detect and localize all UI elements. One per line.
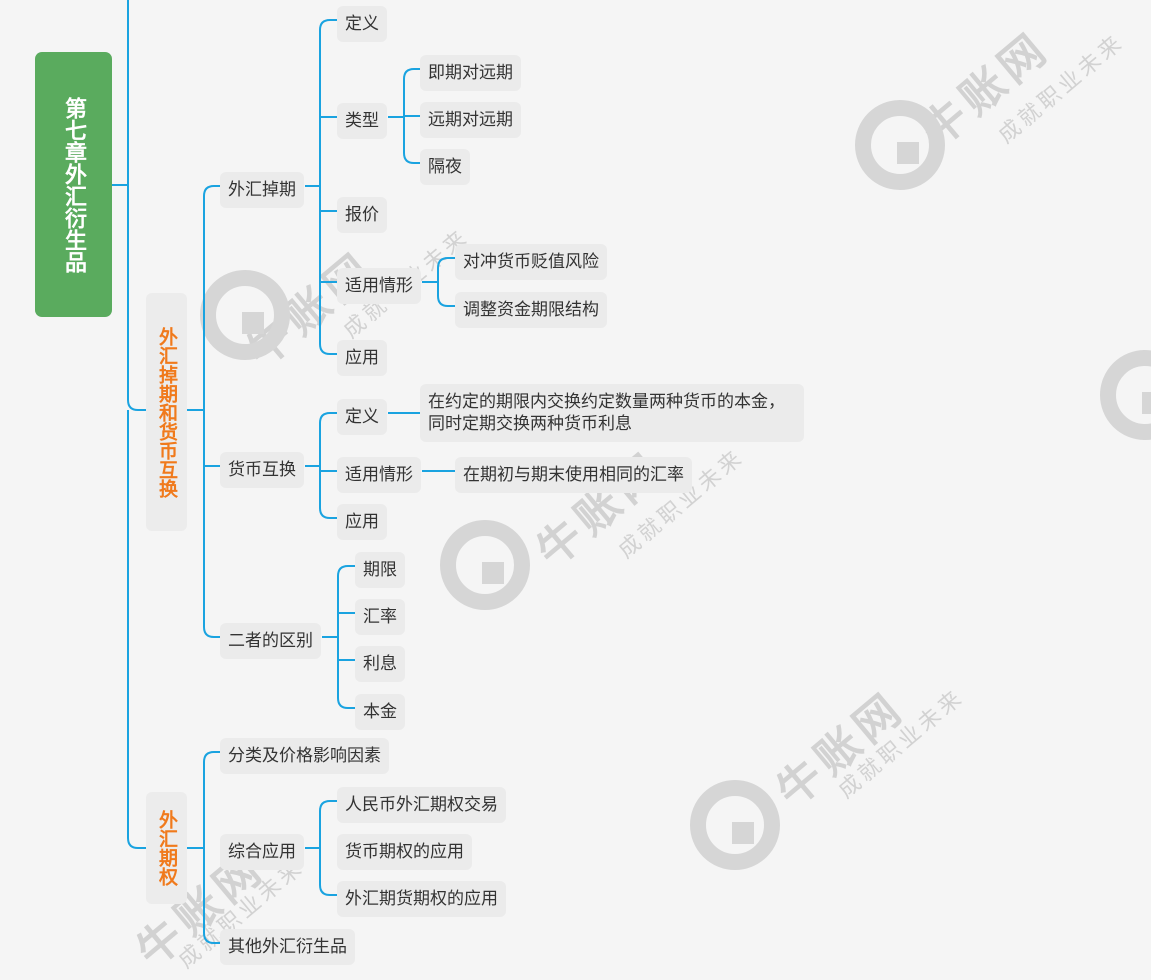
root-node[interactable]: 第七章外汇衍生品 xyxy=(35,52,112,317)
topic-fx-swap[interactable]: 外汇掉期 xyxy=(220,172,304,208)
type-spot-forward[interactable]: 即期对远期 xyxy=(420,55,521,91)
section-swap-node[interactable]: 外汇掉期和货币互换 xyxy=(146,293,187,531)
currency-swap-application[interactable]: 应用 xyxy=(337,504,387,540)
difference-interest[interactable]: 利息 xyxy=(355,646,405,682)
watermark-logo-icon xyxy=(1100,350,1151,440)
rmb-fx-option-trading[interactable]: 人民币外汇期权交易 xyxy=(337,787,506,823)
watermark-slogan: 成就职业未来 xyxy=(993,29,1130,149)
topic-differences[interactable]: 二者的区别 xyxy=(220,623,321,659)
topic-currency-swap[interactable]: 货币互换 xyxy=(220,452,304,488)
currency-swap-same-rate[interactable]: 在期初与期末使用相同的汇率 xyxy=(455,457,692,493)
scenario-hedge-depreciation[interactable]: 对冲货币贬值风险 xyxy=(455,244,607,280)
fx-swap-quote[interactable]: 报价 xyxy=(337,197,387,233)
section-options-node[interactable]: 外汇期权 xyxy=(146,792,187,904)
watermark-brand: 牛账网 xyxy=(767,682,915,818)
watermark-slogan: 成就职业未来 xyxy=(833,684,970,804)
currency-swap-definition[interactable]: 定义 xyxy=(337,399,387,435)
topic-comprehensive-application[interactable]: 综合应用 xyxy=(220,834,304,870)
difference-principal[interactable]: 本金 xyxy=(355,694,405,730)
fx-swap-scenarios[interactable]: 适用情形 xyxy=(337,268,421,304)
fx-swap-application[interactable]: 应用 xyxy=(337,340,387,376)
fx-futures-option-application[interactable]: 外汇期货期权的应用 xyxy=(337,881,506,917)
watermark-logo-icon xyxy=(690,780,780,870)
fx-swap-types[interactable]: 类型 xyxy=(337,103,387,139)
currency-swap-scenarios[interactable]: 适用情形 xyxy=(337,457,421,493)
currency-option-application[interactable]: 货币期权的应用 xyxy=(337,834,472,870)
type-forward-forward[interactable]: 远期对远期 xyxy=(420,102,521,138)
currency-swap-definition-text[interactable]: 在约定的期限内交换约定数量两种货币的本金，同时定期交换两种货币利息 xyxy=(420,384,804,442)
difference-exchange-rate[interactable]: 汇率 xyxy=(355,599,405,635)
topic-classification[interactable]: 分类及价格影响因素 xyxy=(220,738,389,774)
type-overnight[interactable]: 隔夜 xyxy=(420,149,470,185)
watermark-brand: 牛账网 xyxy=(912,22,1060,158)
watermark-logo-icon xyxy=(200,270,290,360)
scenario-adjust-funding-term[interactable]: 调整资金期限结构 xyxy=(455,292,607,328)
topic-other-derivatives[interactable]: 其他外汇衍生品 xyxy=(220,929,355,965)
fx-swap-definition[interactable]: 定义 xyxy=(337,6,387,42)
difference-term[interactable]: 期限 xyxy=(355,552,405,588)
watermark-brand: 牛账网 xyxy=(527,442,675,578)
watermark-logo-icon xyxy=(440,520,530,610)
watermark-logo-icon xyxy=(855,100,945,190)
